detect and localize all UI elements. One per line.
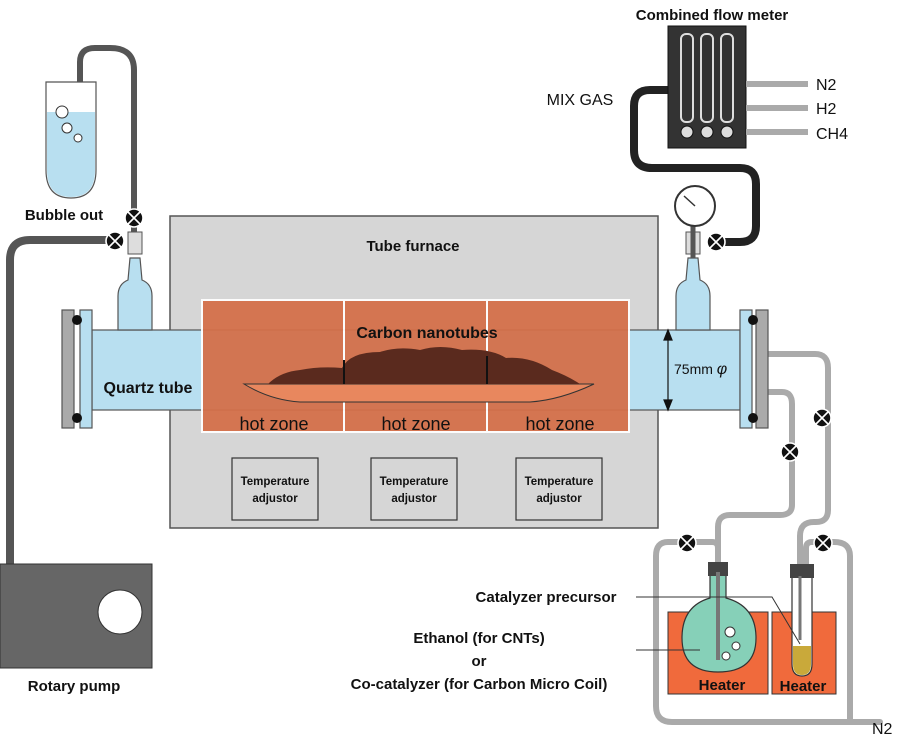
heater-1-label: Heater [699, 677, 746, 694]
diameter-label: 75mm φ [674, 361, 727, 378]
bubble-out-vessel [45, 81, 97, 199]
temp-adjustor-3-line1: Temperature [525, 476, 594, 488]
left-tube-neck [117, 257, 153, 331]
temp-adjustor-3-line2: adjustor [536, 493, 582, 505]
left-neck-connector [127, 231, 143, 255]
diameter-value: 75mm [674, 361, 713, 377]
temp-adjustor-2-line1: Temperature [380, 476, 449, 488]
flow-meter-tube-2 [700, 33, 714, 123]
outlet-pipe-lower [715, 389, 795, 571]
catalyzer-leader [636, 596, 801, 645]
diameter-arrow-top [663, 328, 673, 341]
bolt [72, 315, 82, 325]
hot-zone-3-label: hot zone [525, 414, 594, 434]
catalyzer-precursor-label: Catalyzer precursor [476, 589, 617, 606]
mix-gas-pipe [630, 86, 760, 246]
bolt [748, 413, 758, 423]
valve-flask-inlet [677, 533, 697, 553]
temp-adjustor-1-line2: adjustor [252, 493, 298, 505]
n2-bottom-label: N2 [872, 721, 893, 738]
precursor-tube [790, 564, 814, 677]
diameter-symbol: φ [717, 361, 727, 378]
n2-gas-label: N2 [816, 77, 837, 94]
diameter-arrow-bottom [663, 399, 673, 412]
flow-meter-tube-3 [720, 33, 734, 123]
temperature-adjustor-3 [515, 457, 603, 521]
pump-line-pipe [6, 236, 119, 569]
valves [105, 208, 833, 553]
valve-precursor-inlet [813, 533, 833, 553]
bubble-line-pipe [77, 45, 137, 235]
n2-inlet-pipe-1 [653, 539, 883, 725]
mix-gas-label: MIX GAS [547, 92, 614, 109]
hot-zone-2-label: hot zone [381, 414, 450, 434]
bubble [731, 641, 741, 651]
h2-gas-label: H2 [816, 101, 837, 118]
temp-adjustor-2-line2: adjustor [391, 493, 437, 505]
tube-furnace-label: Tube furnace [366, 238, 459, 255]
co-catalyzer-label: Co-catalyzer (for Carbon Micro Coil) [351, 676, 608, 693]
temp-adjustor-1-line1: Temperature [241, 476, 310, 488]
bubble [61, 122, 73, 134]
flow-meter [667, 25, 808, 149]
precursor-stopper [790, 564, 814, 578]
temperature-adjustor-1 [231, 457, 319, 521]
right-tube-neck [675, 257, 711, 331]
bubble [55, 105, 69, 119]
bolt [72, 413, 82, 423]
rotary-pump [0, 563, 153, 669]
valve-outlet-upper [812, 408, 832, 428]
ethanol-flask [681, 562, 757, 673]
bubble [724, 626, 736, 638]
carbon-nanotubes-label: Carbon nanotubes [356, 325, 497, 342]
right-flange-outer [755, 309, 769, 429]
precursor-liquid [793, 646, 811, 675]
temperature-adjustors [231, 457, 603, 521]
hot-zone-1-label: hot zone [239, 414, 308, 434]
bolt [748, 315, 758, 325]
or-label: or [472, 653, 487, 670]
rotary-pump-label: Rotary pump [28, 678, 121, 695]
flask-stopper [708, 562, 728, 576]
left-flange-inner [79, 309, 93, 429]
carbon-nanotube-deposit [268, 347, 580, 384]
valve-bubble-out [124, 208, 144, 228]
quartz-tube-label: Quartz tube [104, 380, 193, 397]
bubble-tube-water [47, 112, 95, 197]
temperature-adjustor-2 [370, 457, 458, 521]
gauge-needle [683, 195, 696, 207]
left-flange-outer [61, 309, 75, 429]
bubble [73, 133, 83, 143]
heater-2-label: Heater [780, 678, 827, 695]
rotary-pump-fan [97, 589, 143, 635]
flow-meter-tube-1 [680, 33, 694, 123]
valve-outlet-lower [780, 442, 800, 462]
hot-zone-1 [201, 299, 345, 433]
flange-bolts [72, 315, 758, 423]
ethanol-label: Ethanol (for CNTs) [413, 630, 544, 647]
flow-meter-knob-3 [720, 125, 734, 139]
outlet-pipe-upper [765, 351, 831, 571]
valve-pump [105, 231, 125, 251]
sample-boat [242, 383, 595, 403]
flow-meter-label: Combined flow meter [636, 7, 789, 24]
mix-gas-pipe-group [630, 86, 760, 246]
leader-lines [636, 596, 801, 651]
diameter-marker [663, 328, 673, 412]
flow-meter-knob-1 [680, 125, 694, 139]
bubble-out-label: Bubble out [25, 207, 103, 224]
valve-gas-inlet [706, 232, 726, 252]
right-flange-inner [739, 309, 753, 429]
pressure-gauge [674, 185, 716, 258]
ch4-gas-label: CH4 [816, 126, 848, 143]
dark-pipes [6, 45, 137, 569]
bubble [721, 651, 731, 661]
flow-meter-knob-2 [700, 125, 714, 139]
